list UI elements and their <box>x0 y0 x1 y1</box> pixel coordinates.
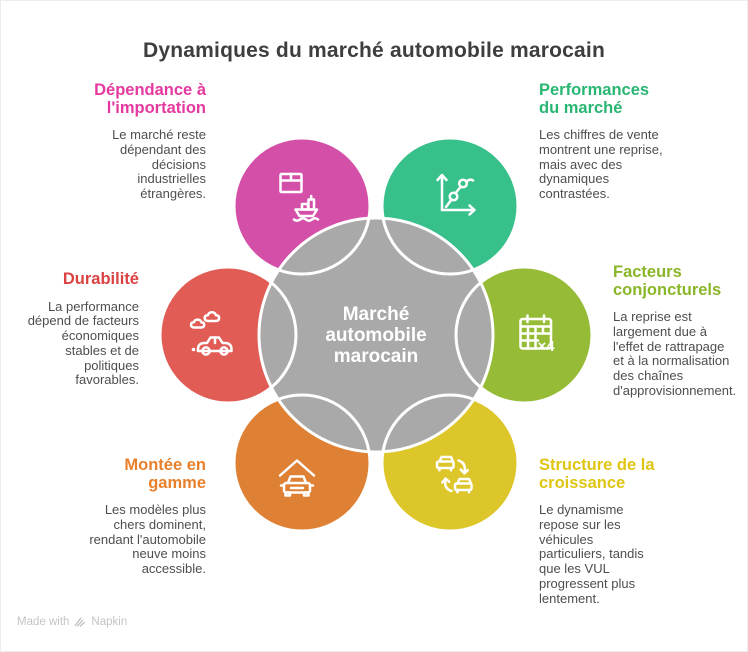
label-block-performances: Performances du marché Les chiffres de v… <box>539 81 719 202</box>
label-block-facteurs: Facteurs conjoncturels La reprise est la… <box>613 263 747 399</box>
petal-outline <box>232 393 372 533</box>
line-chart-icon <box>436 173 476 216</box>
center-circle <box>259 218 493 452</box>
label-block-montee: Montée en gamme Les modèles plus chers d… <box>31 456 206 577</box>
car-clouds-icon <box>189 311 233 356</box>
cars-cycle-icon <box>435 455 473 494</box>
petal-circle-facteurs <box>456 267 592 403</box>
napkin-logo-icon <box>74 617 86 627</box>
napkin-brand-label: Napkin <box>91 616 128 628</box>
label-block-importation: Dépendance à l'importation Le marché res… <box>16 81 206 202</box>
body-structure: Le dynamisme repose sur les véhicules pa… <box>539 502 644 606</box>
center-outline <box>257 216 495 454</box>
package-ship-icon <box>279 172 320 222</box>
heading-durabilite: Durabilité <box>62 270 139 288</box>
petal-circle-durabilite <box>160 267 296 403</box>
label-block-structure: Structure de la croissance Le dynamisme … <box>539 456 709 607</box>
page-title: Dynamiques du marché automobile marocain <box>143 39 605 62</box>
petal-outline <box>380 136 520 276</box>
heading-facteurs: Facteurs conjoncturels <box>613 263 722 299</box>
calendar-x4-icon: ×4 <box>519 314 556 355</box>
heading-importation: Dépendance à l'importation <box>94 81 206 117</box>
heading-performances: Performances du marché <box>539 81 650 117</box>
body-performances: Les chiffres de vente montrent une repri… <box>539 127 663 202</box>
body-importation: Le marché reste dépendant des décisions … <box>112 127 206 202</box>
petal-outline <box>232 136 372 276</box>
body-montee: Les modèles plus chers dominent, rendant… <box>89 502 206 577</box>
heading-montee: Montée en gamme <box>124 456 206 492</box>
petal-outline <box>454 265 594 405</box>
label-block-durabilite: Durabilité La performance dépend de fact… <box>1 270 139 388</box>
body-durabilite: La performance dépend de facteurs économ… <box>27 298 139 388</box>
made-with-label: Made with <box>17 616 70 628</box>
petal-outline <box>380 393 520 533</box>
made-with-napkin-link[interactable]: Made with Napkin <box>17 615 127 629</box>
body-facteurs: La reprise est largement due à l'effet d… <box>613 309 737 398</box>
center-label: Marché automobile marocain <box>325 304 427 367</box>
car-garage-icon <box>278 459 316 497</box>
petal-outline <box>158 265 298 405</box>
heading-structure: Structure de la croissance <box>539 456 655 492</box>
calendar-x4-label: ×4 <box>538 338 556 355</box>
